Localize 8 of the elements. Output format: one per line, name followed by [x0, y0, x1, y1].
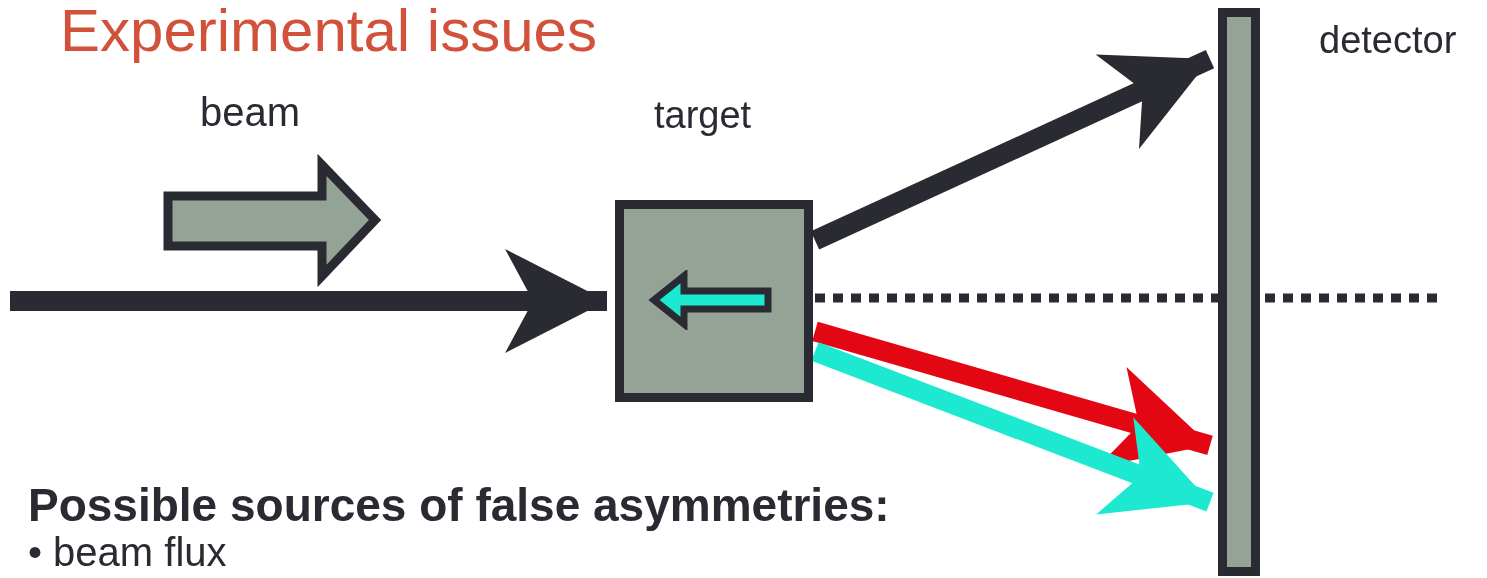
- beam-label: beam: [200, 90, 301, 135]
- node-label: detector: [1319, 19, 1457, 62]
- arrow: [811, 342, 1214, 515]
- note-heading: Possible sources of false asymmetries:: [28, 478, 890, 532]
- arrow: [10, 249, 607, 353]
- bullet-item: • beam flux: [28, 530, 227, 575]
- node-label: target: [654, 94, 752, 137]
- title: Experimental issues: [60, 0, 597, 65]
